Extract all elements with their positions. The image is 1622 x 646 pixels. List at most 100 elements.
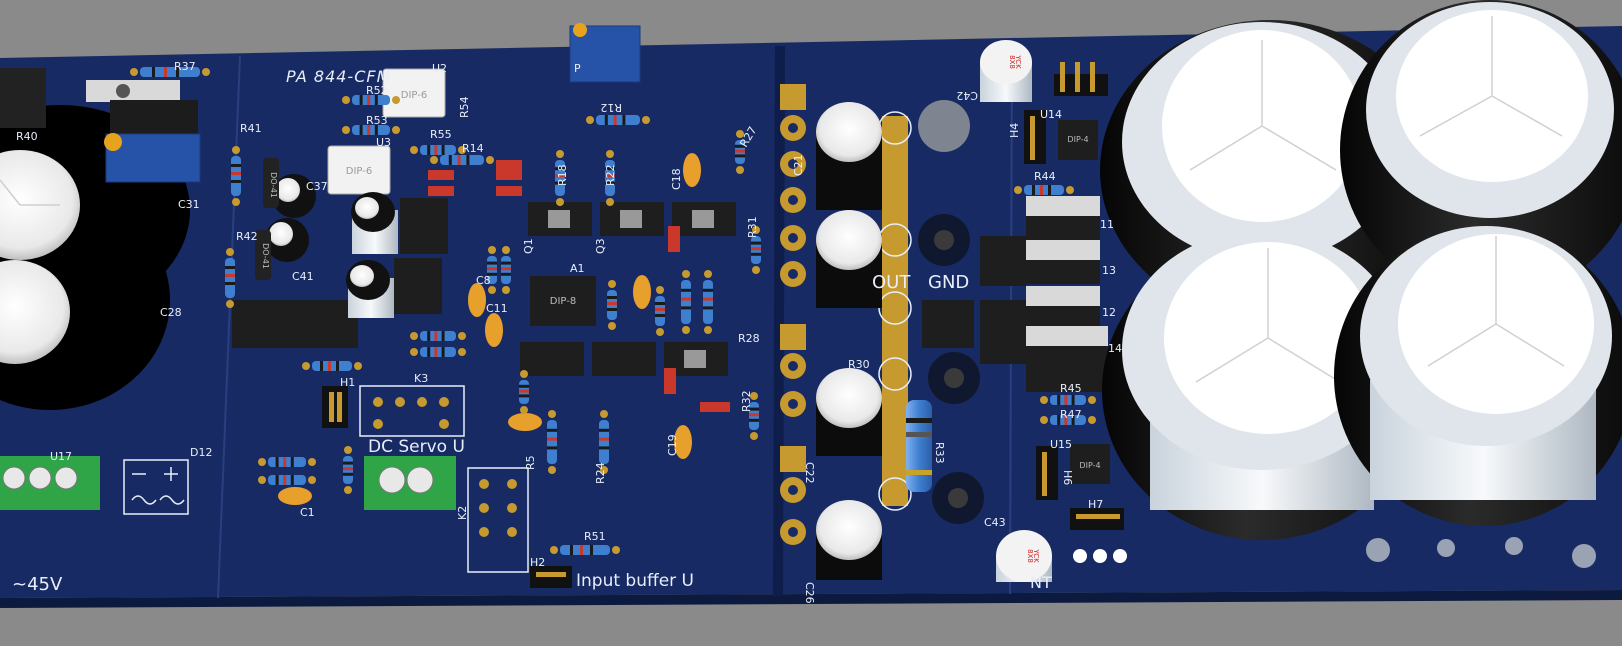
cap-label: 8X8: [1026, 549, 1034, 563]
designator-fragment: 12: [1102, 306, 1116, 319]
dip4-u15: DIP-4: [1070, 444, 1110, 484]
dc-servo-label: DC Servo U: [368, 437, 465, 457]
designator-h1: H1: [340, 376, 355, 389]
pad: [606, 150, 614, 158]
resistor-band: [605, 167, 615, 171]
resistor: [703, 280, 713, 324]
ceramic-caps: [278, 153, 701, 505]
pad: [354, 362, 362, 370]
designator-fragment: 11: [1100, 218, 1114, 231]
pad: [430, 156, 438, 164]
designator-r18: R18: [556, 164, 569, 186]
resistor-band: [703, 306, 713, 310]
resistor-band: [613, 115, 617, 125]
resistor-band: [283, 475, 287, 485]
pad: [392, 126, 400, 134]
designator-c31: C31: [178, 198, 200, 211]
pad: [752, 226, 760, 234]
capacitor-c-mid2: [346, 260, 394, 318]
pad: [608, 280, 616, 288]
pad: [550, 546, 558, 554]
designator-fragment: P: [574, 62, 581, 75]
resistor: [681, 280, 691, 324]
resistor-band: [655, 314, 665, 317]
pad: [642, 116, 650, 124]
pad: [502, 286, 510, 294]
capacitor-c42: 8X8 YCK: [980, 40, 1032, 102]
pad: [1066, 186, 1074, 194]
resistor-band: [176, 67, 179, 77]
resistor-band: [555, 174, 565, 178]
designator-r5: R5: [524, 455, 537, 470]
pad: [656, 328, 664, 336]
resistor-band: [320, 361, 323, 371]
resistor-band: [735, 154, 745, 158]
resistor-band: [1040, 185, 1043, 195]
resistor-band: [1064, 415, 1068, 425]
resistor-band: [519, 389, 529, 393]
designator-q3: Q3: [594, 238, 607, 254]
pad: [502, 246, 510, 254]
pad: [608, 322, 616, 330]
resistor-band: [487, 272, 497, 276]
filter-capacitor-bl: [1102, 230, 1422, 540]
resistor: [312, 361, 352, 371]
pad: [410, 348, 418, 356]
resistor: [440, 155, 484, 165]
resistor-band: [599, 428, 609, 432]
designator-r52: R52: [366, 84, 388, 97]
pad: [752, 266, 760, 274]
resistor: [599, 420, 609, 464]
resistor: [1024, 185, 1064, 195]
designator-h7: H7: [1088, 498, 1103, 511]
designator-c41: C41: [292, 270, 314, 283]
resistor: [231, 156, 241, 196]
resistor-band: [703, 288, 713, 292]
designator-c1: C1: [300, 506, 315, 519]
filter-capacitor-tr: [1340, 0, 1622, 300]
resistor-band: [434, 347, 438, 357]
designator-r12: R12: [600, 101, 622, 114]
resistor: [225, 258, 235, 298]
resistor-band: [604, 115, 608, 125]
pad: [308, 476, 316, 484]
voltage-label: ~45V: [12, 574, 63, 595]
resistor-band: [434, 331, 438, 341]
resistor-band: [590, 545, 593, 555]
pad: [232, 146, 240, 154]
resistor-band: [599, 437, 609, 441]
pad: [606, 198, 614, 206]
pad: [1088, 416, 1096, 424]
resistor-band: [328, 361, 331, 371]
resistor-band: [164, 67, 167, 77]
resistor: [547, 420, 557, 464]
resistor-band: [1032, 185, 1035, 195]
resistor-band: [555, 181, 565, 185]
pad: [600, 410, 608, 418]
header-h1: [322, 386, 348, 428]
pad: [258, 476, 266, 484]
resistor: [596, 115, 640, 125]
designator-k3: K3: [414, 372, 428, 385]
resistor-band: [1057, 395, 1061, 405]
designator-c42: C42: [956, 89, 978, 102]
capacitor-c-mid1: [351, 192, 398, 254]
pad: [736, 166, 744, 174]
designator-r32: R32: [740, 390, 753, 412]
relay-k2: [467, 467, 529, 573]
resistor-band: [547, 428, 557, 432]
header-pins-right: [1024, 62, 1124, 530]
resistor-band: [547, 446, 557, 450]
pad: [750, 432, 758, 440]
capacitor-c21-bottom: [816, 210, 882, 308]
pad: [308, 458, 316, 466]
pad: [302, 362, 310, 370]
header-h2: [530, 566, 572, 588]
resistor-band: [605, 181, 615, 185]
resistor-band: [343, 472, 353, 476]
designator-k2: K2: [456, 506, 469, 520]
pad: [682, 270, 690, 278]
to220-row-top: [528, 202, 736, 236]
dip6-label: DIP-6: [346, 166, 372, 177]
